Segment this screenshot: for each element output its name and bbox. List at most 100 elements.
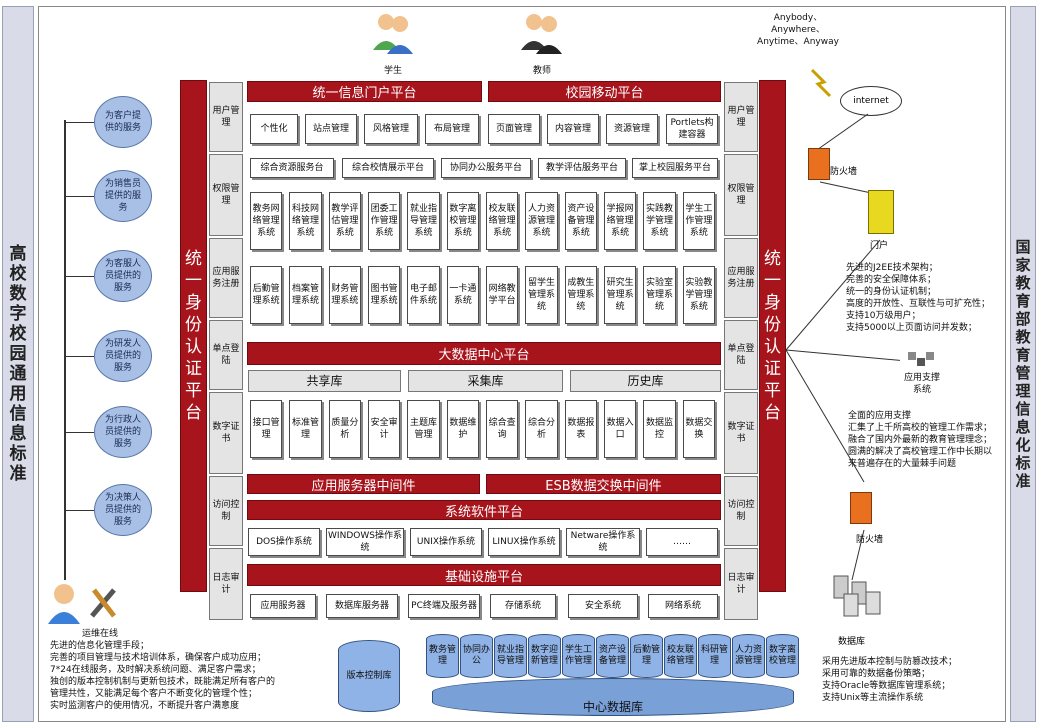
system-item: 实验教学管理系统: [682, 266, 715, 324]
service-bubble: 为客服人员提供的服务: [94, 250, 152, 302]
auth-platform-right: 统一身份认证平台: [759, 80, 786, 592]
db-cylinders: 教务管理协同办公就业指导管理数字迎新管理学生工作管理资产设备管理后勤管理校友联络…: [426, 634, 800, 678]
teacher-icon: [516, 10, 568, 62]
db-cylinder: 数字迎新管理: [528, 634, 561, 678]
data-tool-item: 标准管理: [289, 400, 322, 458]
right-standard: 国家教育部教育管理信息化标准: [1010, 6, 1036, 722]
portal-item: 布局管理: [425, 114, 479, 144]
db-cylinder: 后勤管理: [630, 634, 663, 678]
network-lines: [785, 113, 900, 581]
service-bubble: 为客户提供的服务: [94, 96, 152, 148]
teacher-label: 教师: [532, 66, 551, 76]
data-tool-item: 综合分析: [525, 400, 558, 458]
portal-item: 站点管理: [305, 114, 357, 144]
db-cylinder: 数字离校管理: [766, 634, 799, 678]
data-tool-item: 数据报表: [564, 400, 597, 458]
infra-row: 应用服务器 数据库服务器 PC终端及服务器 存储系统 安全系统 网络系统: [248, 592, 720, 622]
firewall-top-label: 防火墙: [830, 167, 858, 177]
system-item: 人力资源管理系统: [525, 192, 558, 250]
left-label-column: 用户管理 权限管理 应用服务注册 单点登陆 数字证书 访问控制 日志审计: [209, 82, 243, 620]
left-standard-title: 高校数字校园通用信息标准: [9, 244, 27, 484]
os-item: UNIX操作系统: [410, 528, 482, 556]
db-cylinder: 教务管理: [426, 634, 459, 678]
system-item: 成教生管理系统: [564, 266, 597, 324]
left-label: 访问控制: [209, 476, 243, 546]
bigdata-platform: 大数据中心平台: [247, 342, 721, 365]
student-label: 学生: [383, 66, 402, 76]
system-item: 团委工作管理系统: [368, 192, 401, 250]
right-label: 数字证书: [724, 392, 758, 474]
right-label: 应用服务注册: [724, 238, 758, 318]
portal-label: 门户: [870, 241, 889, 251]
system-item: 数字离校管理系统: [446, 192, 479, 250]
data-tool-item: 安全审计: [368, 400, 401, 458]
database-server-icon: [830, 572, 886, 620]
system-item: 教学评估管理系统: [328, 192, 361, 250]
right-label: 单点登陆: [724, 320, 758, 390]
left-label: 单点登陆: [209, 320, 243, 390]
infra-platform: 基础设施平台: [247, 564, 721, 586]
infra-item: 存储系统: [490, 594, 556, 618]
service-connector: [64, 356, 94, 357]
system-item: 图书管理系统: [368, 266, 401, 324]
service-bubble: 为研发人员提供的服务: [94, 330, 152, 382]
system-software-platform: 系统软件平台: [247, 500, 721, 520]
service-connector-line: [64, 120, 66, 580]
center-db-label: 中心数据库: [582, 700, 643, 714]
system-item: 档案管理系统: [289, 266, 322, 324]
portal-item: 风格管理: [364, 114, 418, 144]
systems-row-2: 后勤管理系统档案管理系统财务管理系统图书管理系统电子邮件系统一卡通系统网络教学平…: [248, 264, 720, 328]
system-item: 学生工作管理系统: [682, 192, 715, 250]
left-label: 权限管理: [209, 154, 243, 236]
os-item: DOS操作系统: [248, 528, 320, 556]
library-shared: 共享库: [248, 370, 401, 392]
right-label: 权限管理: [724, 154, 758, 236]
infra-item: 网络系统: [648, 594, 718, 618]
db-cylinder: 科研管理: [698, 634, 731, 678]
db-cylinder: 就业指导管理: [494, 634, 527, 678]
service-platforms-row: 综合资源服务台 综合校情展示平台 协同办公服务平台 教学评估服务平台 掌上校园服…: [248, 156, 720, 180]
left-label: 应用服务注册: [209, 238, 243, 318]
data-tool-item: 接口管理: [250, 400, 283, 458]
system-item: 后勤管理系统: [250, 266, 283, 324]
system-item: 就业指导管理系统: [407, 192, 440, 250]
portal-item: 内容管理: [547, 114, 599, 144]
db-cylinder: 资产设备管理: [596, 634, 629, 678]
note-support: 全面的应用支撑 汇集了上千所高校的管理工作需求； 融合了国内外最新的教育管理理念…: [848, 411, 993, 469]
right-label: 用户管理: [724, 82, 758, 152]
service-platform: 协同办公服务平台: [441, 158, 531, 178]
service-platform: 综合校情展示平台: [342, 158, 434, 178]
infra-item: 安全系统: [568, 594, 638, 618]
service-connector: [64, 510, 94, 511]
right-label: 日志审计: [724, 548, 758, 620]
note-portal: 先进的J2EE技术架构； 完善的安全保障体系； 统一的身份认证机制； 高度的开放…: [846, 263, 991, 333]
portal-items-row: 个性化 站点管理 风格管理 布局管理 页面管理 内容管理 资源管理 Portle…: [248, 112, 720, 148]
ops-icon: [44, 580, 124, 624]
right-label: 访问控制: [724, 476, 758, 546]
library-collect: 采集库: [408, 370, 563, 392]
os-item: LINUX操作系统: [488, 528, 560, 556]
center-database: 教务管理协同办公就业指导管理数字迎新管理学生工作管理资产设备管理后勤管理校友联络…: [426, 632, 800, 720]
infra-item: PC终端及服务器: [408, 594, 480, 618]
system-item: 一卡通系统: [446, 266, 479, 324]
systems-row-1: 教务网络管理系统科技网络管理系统教学评估管理系统团委工作管理系统就业指导管理系统…: [248, 190, 720, 254]
portal-item: 页面管理: [488, 114, 540, 144]
system-item: 电子邮件系统: [407, 266, 440, 324]
portal-platform: 统一信息门户平台: [247, 81, 482, 102]
esb-middleware: ESB数据交换中间件: [486, 474, 721, 494]
infra-item: 应用服务器: [250, 594, 316, 618]
db-cylinder: 学生工作管理: [562, 634, 595, 678]
data-tool-item: 数据入口: [604, 400, 637, 458]
system-item: 科技网络管理系统: [289, 192, 322, 250]
service-platform: 教学评估服务平台: [538, 158, 626, 178]
os-row: DOS操作系统 WINDOWS操作系统 UNIX操作系统 LINUX操作系统 N…: [248, 526, 720, 560]
firewall-bottom-label: 防火墙: [856, 535, 884, 545]
library-history: 历史库: [570, 370, 721, 392]
portal-door-icon: [868, 190, 894, 234]
system-item: 资产设备管理系统: [564, 192, 597, 250]
system-item: 实践教学管理系统: [643, 192, 676, 250]
app-middleware: 应用服务器中间件: [247, 474, 480, 494]
version-control-db: 版本控制库: [338, 640, 400, 712]
service-connector: [64, 196, 94, 197]
system-item: 财务管理系统: [328, 266, 361, 324]
